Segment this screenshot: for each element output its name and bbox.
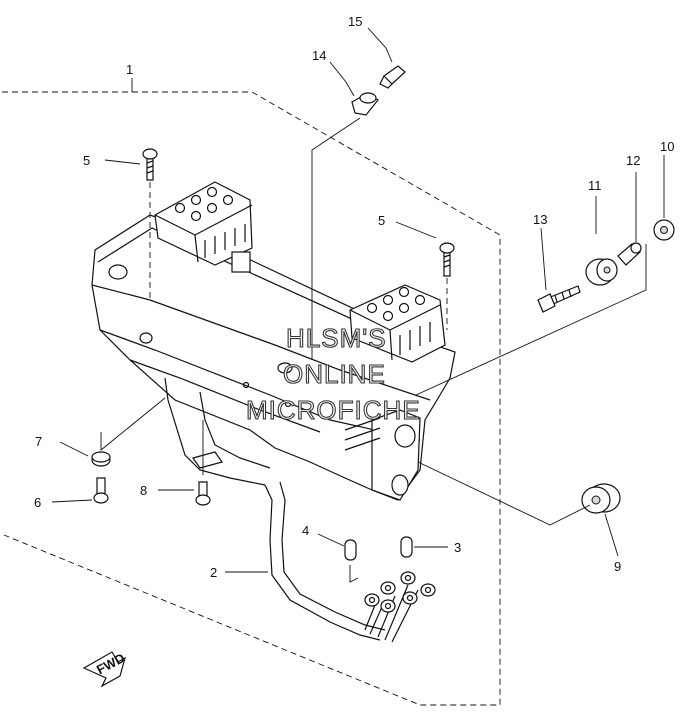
callout-7: 7 — [35, 434, 42, 449]
leader-lines — [51, 27, 665, 573]
callout-14: 14 — [312, 48, 326, 63]
bolt-6 — [93, 477, 109, 504]
washer-10 — [653, 219, 675, 241]
callout-5-right: 5 — [378, 213, 385, 228]
grommet-7 — [91, 451, 111, 467]
callout-9: 9 — [614, 559, 621, 574]
callout-13: 13 — [533, 212, 547, 227]
screw-5-right — [439, 242, 455, 277]
callout-6: 6 — [34, 495, 41, 510]
meter-assembly-body — [91, 214, 456, 501]
callout-1: 1 — [126, 62, 133, 77]
collar-12 — [617, 242, 642, 266]
collar-14 — [351, 92, 379, 116]
bolt-13 — [537, 285, 581, 313]
callout-8: 8 — [140, 483, 147, 498]
watermark-line-2: ONLINE — [283, 359, 386, 389]
bulb-4 — [344, 539, 359, 583]
screw-15 — [379, 65, 406, 89]
watermark-line-1: HLSM'S — [286, 323, 387, 353]
callout-4: 4 — [302, 523, 309, 538]
callout-15: 15 — [348, 14, 362, 29]
wire-harness — [264, 481, 436, 643]
bolt-8 — [195, 481, 211, 506]
harness-connectors — [364, 571, 436, 613]
left-meter-unit — [154, 181, 253, 273]
right-meter-unit — [349, 284, 446, 363]
fwd-arrow-icon: FWD — [82, 650, 127, 688]
callouts: 1 2 3 4 5 5 6 7 8 9 10 11 12 13 14 15 — [34, 14, 674, 580]
callout-5-left: 5 — [83, 153, 90, 168]
callout-3: 3 — [454, 540, 461, 555]
damper-11 — [585, 258, 618, 286]
watermark-line-3: MICROFICHE — [246, 395, 421, 425]
screw-5-left — [142, 148, 158, 181]
watermark: HLSM'S ONLINE MICROFICHE — [245, 322, 421, 425]
callout-12: 12 — [626, 153, 640, 168]
damper-9 — [581, 483, 621, 514]
callout-10: 10 — [660, 139, 674, 154]
bulb-3 — [400, 536, 413, 558]
callout-2: 2 — [210, 565, 217, 580]
assembly-boundary — [2, 91, 501, 706]
callout-11: 11 — [588, 178, 602, 193]
